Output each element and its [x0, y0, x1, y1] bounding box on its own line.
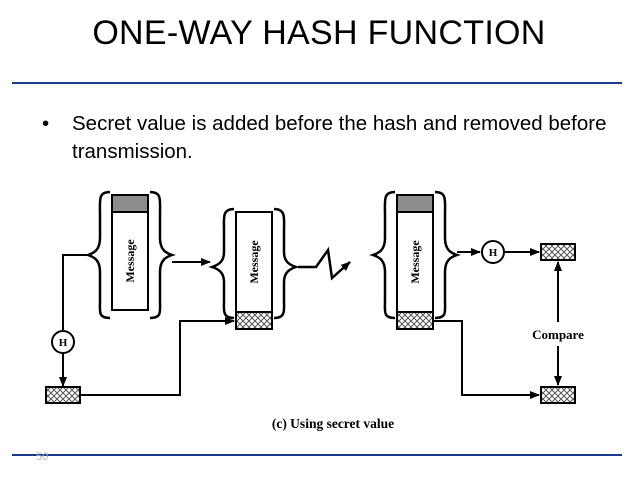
message-box-1 — [111, 211, 149, 311]
bullet-point: • Secret value is added before the hash … — [42, 110, 612, 166]
title-divider — [12, 82, 622, 84]
left-brace-2 — [208, 207, 235, 320]
bullet-dot: • — [42, 112, 50, 135]
message-label-2: Message — [247, 240, 261, 284]
left-brace-3 — [369, 190, 396, 320]
arrow-received-hash — [433, 320, 540, 399]
message-block-source: Message — [84, 190, 176, 320]
hash-label-left: H — [59, 337, 68, 349]
right-brace-2 — [273, 207, 300, 320]
message-block-destination: Message — [369, 190, 461, 330]
compare-label: Compare — [532, 327, 584, 342]
message-box-3 — [396, 211, 434, 313]
message-block-transmit: Message — [208, 207, 300, 330]
slide-title: ONE-WAY HASH FUNCTION — [92, 14, 546, 52]
right-brace-1 — [149, 190, 176, 320]
secret-value-block-1 — [111, 194, 149, 213]
diagram-caption: (c) Using secret value — [272, 416, 394, 431]
flow-line-to-hash-left — [62, 254, 88, 330]
hash-block-3 — [396, 311, 434, 330]
received-hash-block — [540, 386, 576, 404]
hash-block-2 — [235, 311, 273, 330]
secret-value-block-3 — [396, 194, 434, 213]
hash-result-left — [45, 386, 81, 404]
right-brace-3 — [434, 190, 461, 320]
arrow-hash-to-transmit — [80, 317, 235, 396]
message-label-3: Message — [408, 240, 422, 284]
message-box-2 — [235, 211, 273, 313]
hash-label-right: H — [489, 247, 498, 259]
left-brace-1 — [84, 190, 111, 320]
slide-number: 50 — [36, 451, 49, 463]
transmission-bolt-icon — [298, 246, 351, 281]
footer-divider — [12, 454, 622, 456]
bullet-text: Secret value is added before the hash an… — [72, 112, 607, 163]
message-label-1: Message — [123, 239, 137, 283]
computed-hash-block — [540, 243, 576, 261]
